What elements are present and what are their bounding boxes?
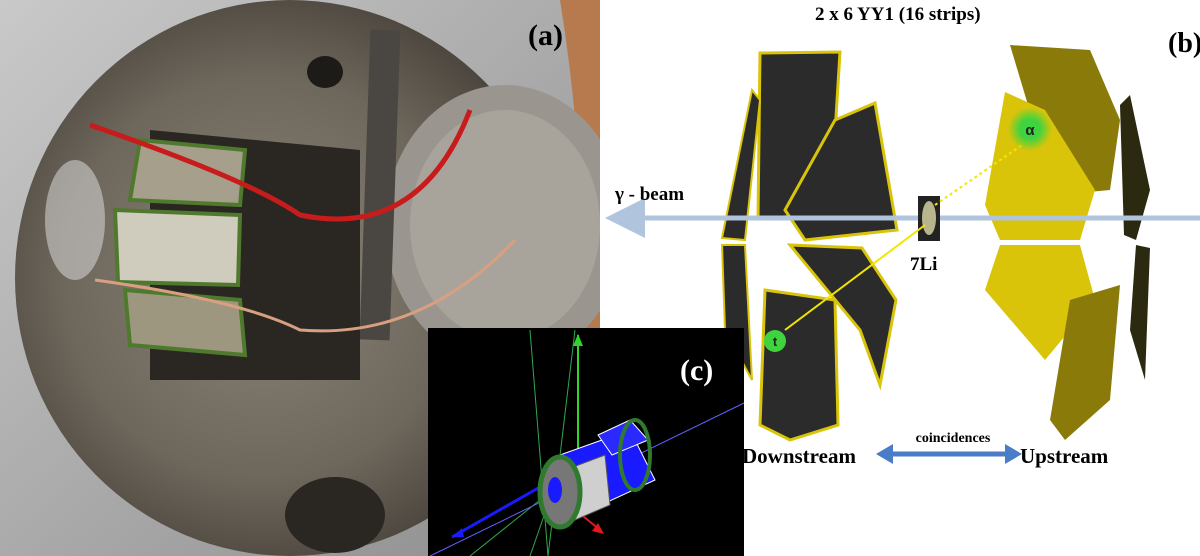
coincidence-double-arrow [876,444,1022,464]
triton-track [784,224,926,331]
red-cable [89,109,473,222]
bottom-port [285,477,385,553]
detector-board [112,207,243,288]
detector-board [122,287,248,358]
rail [359,29,401,341]
port-hole [307,56,343,88]
panel-a-label: (a) [528,19,563,52]
panel-c-simulation: (c) [428,328,745,556]
alpha-hit [1008,107,1052,151]
detector-board [127,137,248,208]
beam-label: γ - beam [614,184,684,205]
panel-c-label: (c) [680,354,713,387]
target-label: 7Li [910,254,937,275]
copper-cable [94,238,517,333]
downstream-detector [720,50,899,442]
triton-hit [764,330,786,352]
detector-array-model [537,418,656,530]
upstream-label: Upstream [1020,444,1109,468]
target-foil [922,201,936,235]
panel-b-title: 2 x 6 YY1 (16 strips) [815,4,981,25]
alpha-label: α [1025,122,1035,139]
coincidence-label: coincidences [916,431,991,446]
downstream-label: Downstream [742,444,856,468]
triton-label: t [773,334,778,349]
panel-b-label: (b) [1168,28,1200,59]
panel-a-photo: (a) [0,0,625,556]
